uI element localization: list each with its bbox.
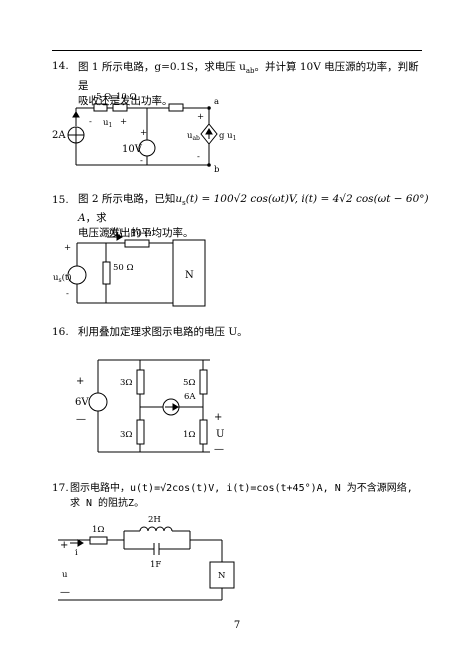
q17-text: 图示电路中，u(t)=√2cos(t)V, i(t)=cos(t+45°)A, … (70, 481, 440, 511)
q14-label-uab-minus: - (197, 152, 200, 162)
q16-text: 利用叠加定理求图示电路的电压 U。 (78, 326, 248, 338)
q14-line1-rest: 。并计算 10V 电压源的功率，判断是 (78, 61, 419, 93)
q14-label-a: a (214, 97, 219, 107)
q17-label-minus: — (60, 587, 70, 598)
q16-label-6v: 6V (75, 397, 89, 408)
q15-label-it: i(t) (109, 226, 122, 237)
q14-line1-sub: ab (245, 67, 255, 76)
q14-text: 图 1 所示电路，g=0.1S，求电压 uab。并计算 10V 电压源的功率，判… (78, 60, 428, 109)
q16-label-3ohm-top: 3Ω (120, 378, 132, 388)
q14-label-2a: 2A (52, 130, 66, 141)
q15-label-n: N (185, 270, 194, 281)
q15-text-post: ，求 (85, 212, 107, 225)
q17-inductor (139, 526, 173, 532)
q14-label-10ohm: 10 Ω (116, 92, 137, 102)
q17-label-2h: 2H (148, 515, 161, 525)
q15-text-pre: 图 2 所示电路，已知 (78, 193, 176, 205)
q16-label-5ohm: 5Ω (183, 378, 195, 388)
q16-label-minus: — (76, 414, 86, 425)
q15-us-sub: s (58, 277, 61, 284)
q14-label-u1-minus: - (89, 117, 92, 127)
q14-label-gu: g u1 (219, 131, 236, 142)
q17-line2: 求 N 的阻抗Z。 (70, 498, 145, 509)
q14-label-b: b (214, 165, 220, 175)
q14-label-5ohm: 5 Ω (96, 92, 111, 102)
q16-label-u-plus: + (214, 412, 222, 423)
q14-label-vs-plus: + (140, 128, 147, 138)
q17-label-1f: 1F (150, 560, 161, 570)
q14-line1: 图 1 所示电路，g=0.1S，求电压 u (78, 61, 246, 73)
q17-label-1ohm: 1Ω (92, 525, 104, 535)
q14-label-u1: u1 (103, 118, 112, 129)
q15-number: 15. (52, 194, 69, 206)
q17-label-u: u (62, 570, 68, 580)
q14-gu-main: g u (219, 131, 233, 141)
q15-us-main: u (53, 273, 59, 283)
q15-formula: (t) = 100√2 cos(ωt)V, i(t) = 4√2 cos(ωt … (78, 193, 429, 225)
q15-formula-sub: s (182, 199, 186, 208)
q17-resistor-1ohm (89, 536, 108, 545)
q16-number: 16. (52, 326, 69, 338)
q15-us-rest: (t) (62, 272, 72, 283)
q15-line2: 电压源发出的平均功率。 (78, 227, 194, 240)
q14-uab-main: u (187, 131, 193, 141)
q16-label-1ohm: 1Ω (183, 430, 195, 440)
q17-line1: 图示电路中，u(t)=√2cos(t)V, i(t)=cos(t+45°)A, … (70, 483, 413, 494)
q14-label-vs-minus: - (140, 156, 143, 166)
q15-label-us: us(t) (53, 272, 72, 284)
q14-u1-main: u (103, 118, 109, 128)
q15-label-50ohm: 50 Ω (113, 263, 134, 273)
q14-gu-sub: 1 (233, 135, 237, 142)
q14-label-u1-plus: + (120, 117, 127, 127)
q16-label-u: U (216, 429, 224, 440)
q15-text: 图 2 所示电路，已知us(t) = 100√2 cos(ωt)V, i(t) … (78, 192, 438, 241)
q17-label-plus: + (60, 540, 68, 551)
q15-network-n (172, 239, 206, 307)
q14-u1-sub: 1 (108, 122, 112, 129)
q15-label-plus: + (64, 243, 71, 253)
q17-number: 17. (52, 482, 69, 494)
q16-label-3ohm-bottom: 3Ω (120, 430, 132, 440)
q14-number: 14. (52, 60, 69, 72)
q14-label-uab-plus: + (197, 112, 204, 122)
q16-label-u-minus: — (214, 444, 224, 455)
q15-label-minus: - (66, 289, 69, 299)
q16-label-plus: + (76, 376, 84, 387)
q16-label-6a: 6A (184, 392, 196, 402)
q17-label-i: i (75, 548, 78, 558)
header-rule (52, 50, 422, 51)
q17-label-n: N (218, 571, 226, 581)
q15-formula-u: u (175, 193, 183, 205)
q14-label-10v: 10V (122, 144, 143, 155)
q14-label-uab: uab (187, 131, 200, 142)
q15-label-10ohm: 10 Ω (131, 229, 152, 239)
q14-terminal-b (207, 163, 211, 167)
page-number: 7 (233, 620, 241, 631)
q14-uab-sub: ab (192, 135, 200, 142)
q14-terminal-a (207, 106, 211, 110)
